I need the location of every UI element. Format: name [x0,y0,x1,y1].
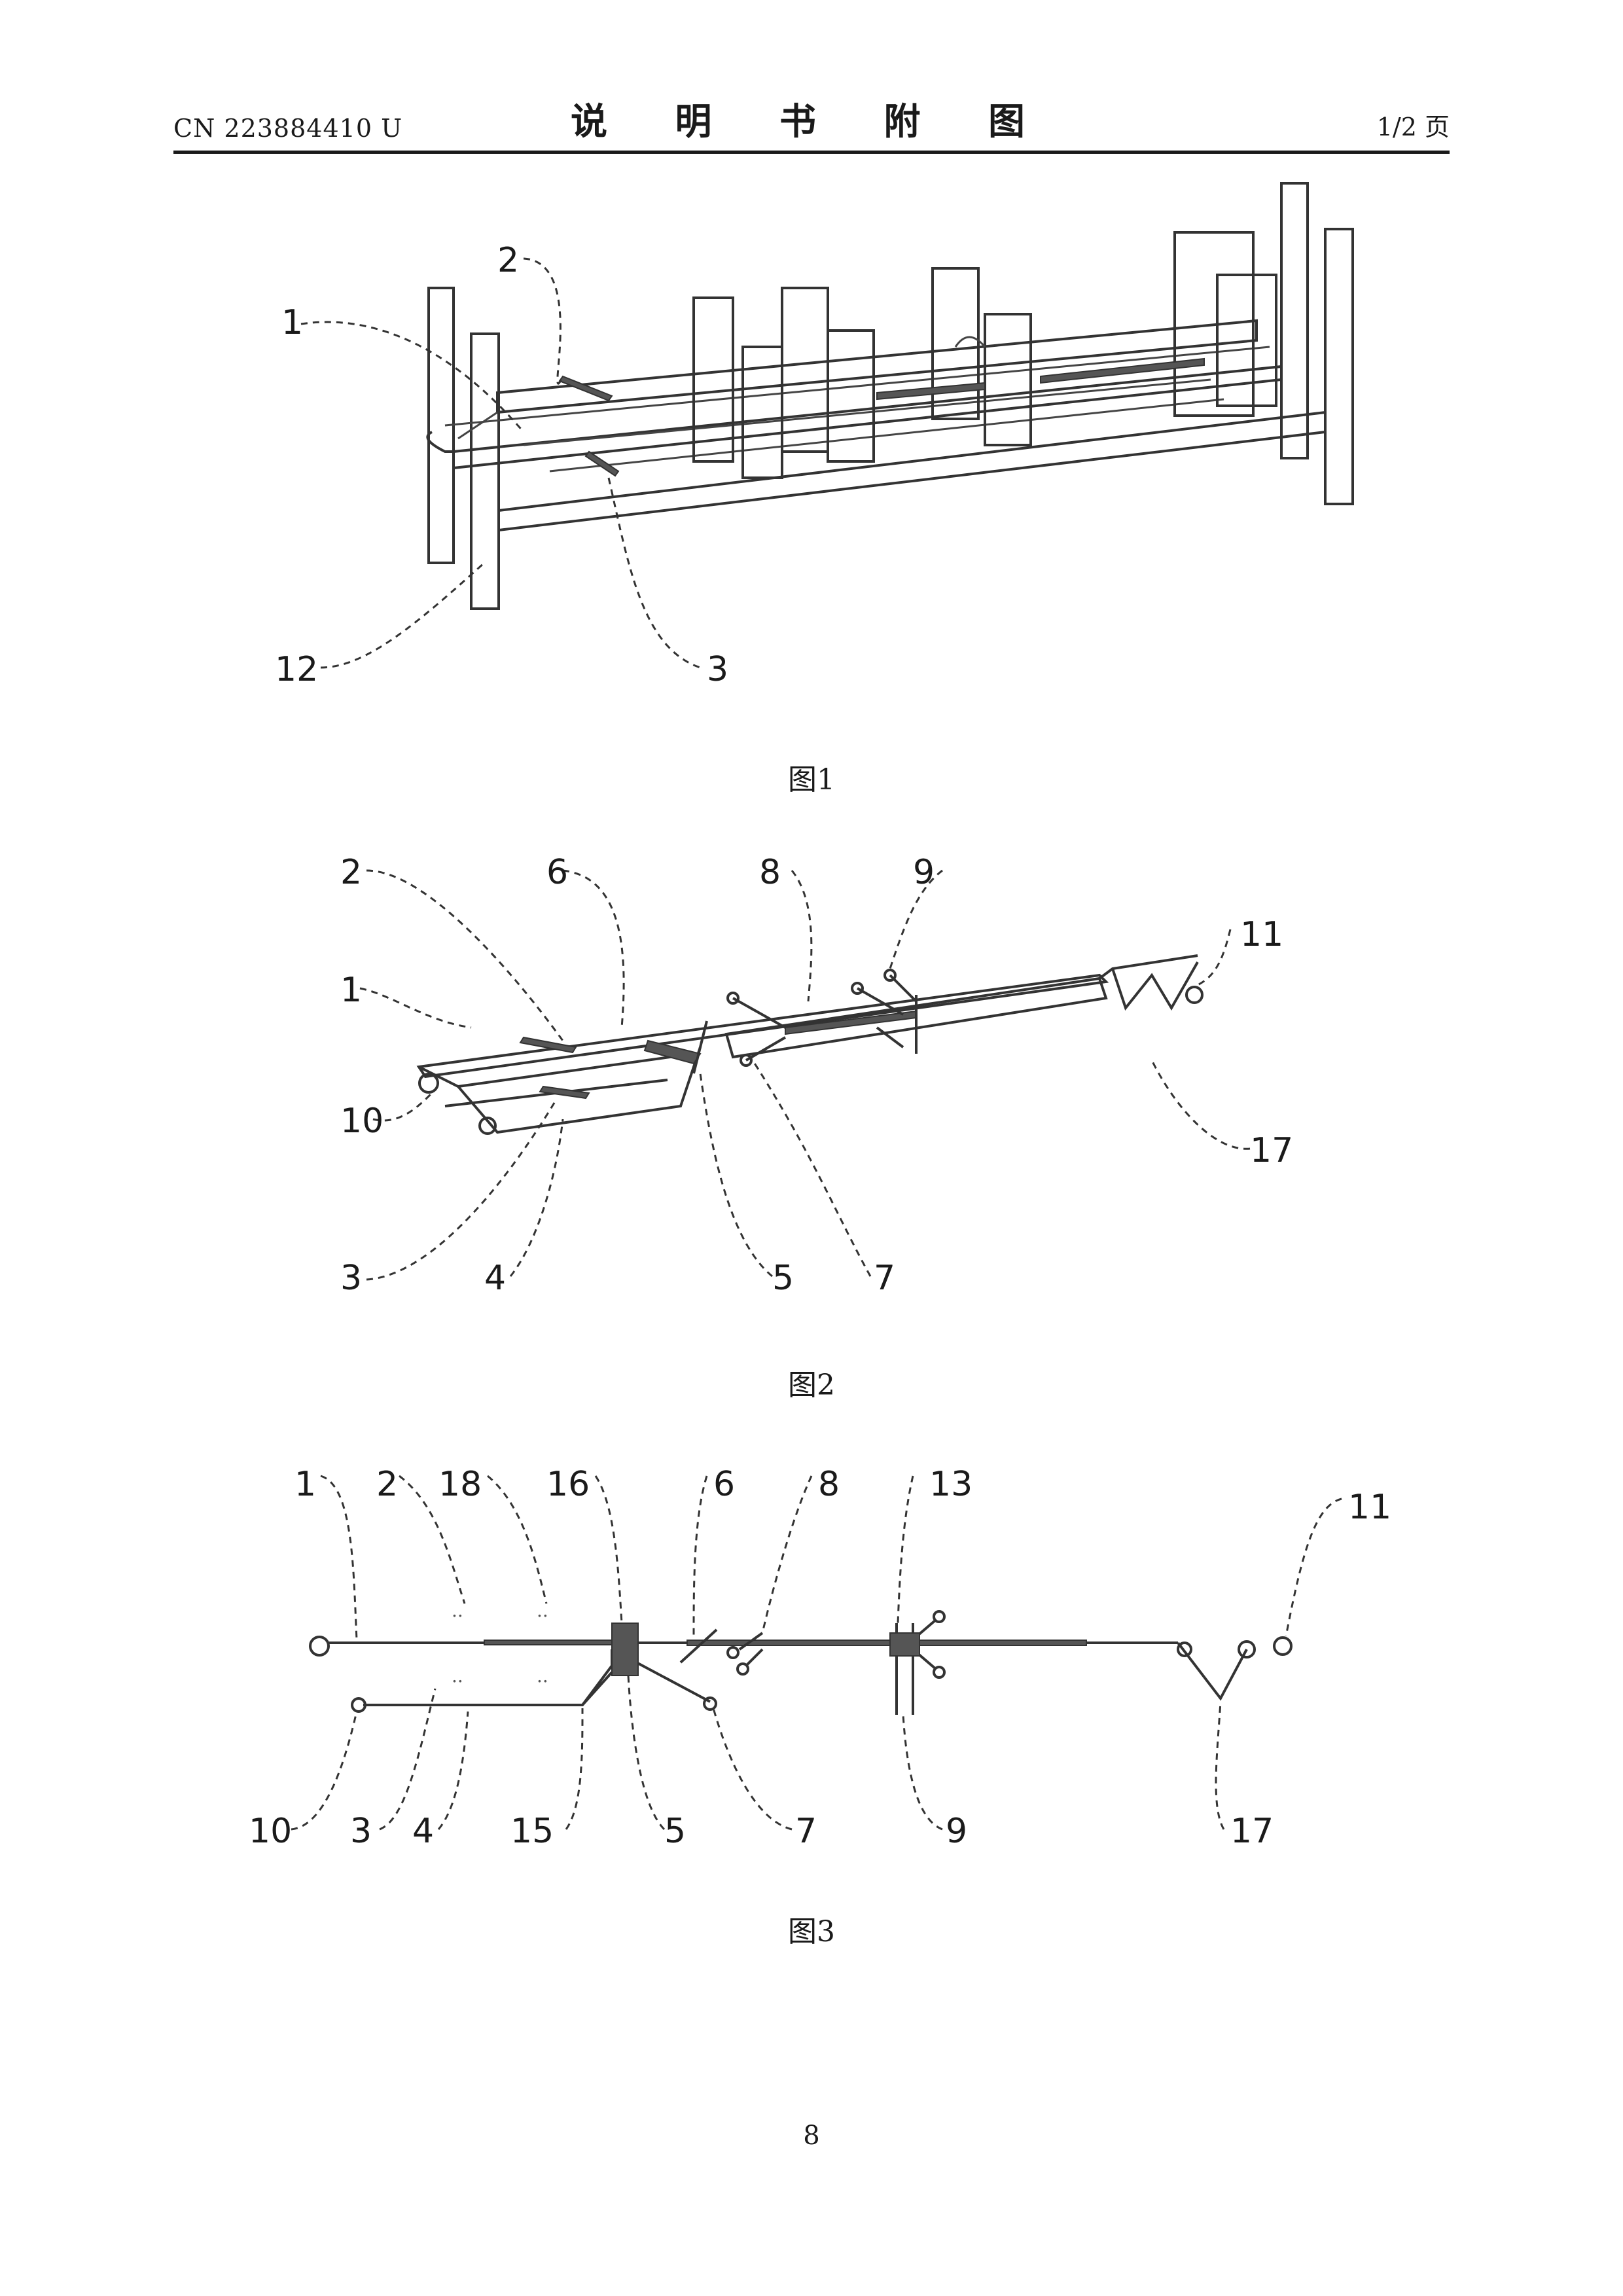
fig3-label-9: 9 [946,1812,967,1851]
fig3-label-3: 3 [350,1812,372,1851]
fig3-label-16: 16 [546,1465,590,1504]
strip-3-block [540,1086,589,1098]
fig3-label-4: 4 [412,1812,434,1851]
header-rule [173,151,1450,154]
upright-3 [782,288,828,452]
svg-text:..: .. [452,1665,463,1687]
strip-2 [560,376,612,401]
fig3-label-7: 7 [795,1812,817,1851]
svg-text:..: .. [452,1600,463,1621]
figure-3-drawing: .. .. .. .. 1 2 18 16 6 8 13 11 10 3 4 1… [0,1446,1623,1878]
fig2-label-7: 7 [874,1259,895,1298]
upright-4 [828,331,874,461]
upright-1 [694,298,733,461]
fig2-label-8: 8 [759,853,781,892]
figure-2-caption: 图2 [0,1361,1623,1403]
fig2-label-1: 1 [340,971,362,1010]
fig2-label-9: 9 [913,853,935,892]
upright-6 [985,314,1031,445]
fig2-label-17: 17 [1250,1131,1293,1170]
fig1-label-1: 1 [281,303,303,342]
fig3-label-18: 18 [438,1465,482,1504]
fig2-label-5: 5 [772,1259,794,1298]
right-post-front [1325,229,1353,504]
fig3-label-13: 13 [929,1465,972,1504]
document-title: 说 明 书 附 图 [173,92,1450,145]
fig1-label-3: 3 [707,650,728,689]
upright-5 [933,268,978,419]
fig3-label-2: 2 [376,1465,398,1504]
figure-1-caption: 图1 [0,756,1623,798]
main-strip [419,975,1106,1077]
fig3-label-15: 15 [510,1812,554,1851]
figure-2-drawing: 2 6 8 9 1 11 10 17 3 4 5 7 [0,844,1623,1316]
left-post-front [471,334,499,609]
page-number: 8 [0,2121,1623,2151]
fig3-label-6: 6 [713,1465,735,1504]
page-header: CN 223884410 U 说 明 书 附 图 1/2 页 [173,98,1450,151]
fig3-label-11: 11 [1348,1488,1391,1527]
fig3-label-10: 10 [249,1812,292,1851]
fig2-label-11: 11 [1240,915,1283,954]
fig2-label-10: 10 [340,1102,383,1141]
lower-strip-line [363,1672,612,1705]
fig3-label-17: 17 [1230,1812,1274,1851]
bottom-beam [499,412,1325,530]
fig3-label-5: 5 [664,1812,686,1851]
svg-text:..: .. [537,1665,548,1687]
figure-3-caption: 图3 [0,1908,1623,1950]
fig2-label-2: 2 [340,853,362,892]
fig1-label-2: 2 [497,241,519,280]
fig3-label-1: 1 [294,1465,316,1504]
page-count: 1/2 页 [1377,107,1450,143]
fig2-label-3: 3 [340,1259,362,1298]
figure-1-drawing: 2 1 3 12 [0,170,1623,733]
fig3-label-8: 8 [818,1465,840,1504]
fig2-label-4: 4 [484,1259,506,1298]
fig2-label-6: 6 [546,853,568,892]
fig1-label-12: 12 [275,650,318,689]
